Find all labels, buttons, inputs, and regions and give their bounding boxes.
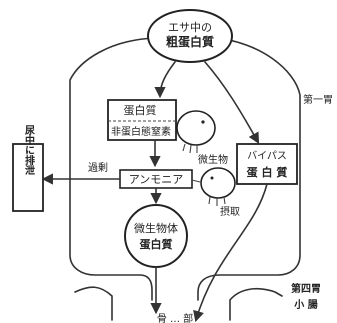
uptake-label: 摂取 xyxy=(220,205,240,218)
feed-label-line2: 粗蛋白質 xyxy=(166,34,214,49)
feed-crude-protein-node xyxy=(147,9,233,63)
ammonia-label: アンモニア xyxy=(129,173,184,186)
small-intestine-label: 小 腸 xyxy=(293,298,317,311)
microbial-protein-line2: 蛋白質 xyxy=(140,237,173,251)
excess-label: 過剰 xyxy=(88,162,108,174)
protein-box xyxy=(107,99,177,141)
urine-label: 尿中に排泄 xyxy=(23,125,35,176)
microbial-protein-line1: 微生物体 xyxy=(134,221,178,235)
intestine-wall-right xyxy=(229,287,283,321)
feed-label-line1: エサ中の xyxy=(168,21,212,34)
urine-excretion-box xyxy=(12,143,44,212)
abomasum-label: 第四胃 xyxy=(291,282,321,295)
bypass-label-line1: バイパス xyxy=(247,150,287,162)
microbe-eye-icon xyxy=(201,120,205,124)
non-protein-nitrogen-label: 非蛋白態窒素 xyxy=(111,125,171,138)
rumen-wall-left xyxy=(69,37,156,301)
microbial-protein-node xyxy=(124,204,188,268)
rumen-label: 第一胃 xyxy=(303,93,333,106)
arrow-ammonia-to-microbe xyxy=(191,179,201,183)
rumen-wall-right xyxy=(197,37,301,301)
arrow-feed-to-protein xyxy=(154,61,176,99)
microbe-uptake-icon xyxy=(200,167,236,199)
arrow-feed-to-bypass xyxy=(204,61,260,144)
protein-label: 蛋白質 xyxy=(124,103,157,117)
microbe-icon xyxy=(176,110,216,146)
bottom-partial-label: 骨 … 部 xyxy=(157,312,193,323)
microbes-label: 微生物 xyxy=(198,153,228,166)
microbe-uptake-legs-icon xyxy=(208,196,226,206)
arrow-bypass-down xyxy=(193,183,268,323)
intestine-wall xyxy=(74,286,113,321)
microbe-uptake-eye-icon xyxy=(210,176,214,180)
microbe-legs-icon xyxy=(182,143,198,154)
bypass-label-line2: 蛋 白 質 xyxy=(247,165,288,179)
